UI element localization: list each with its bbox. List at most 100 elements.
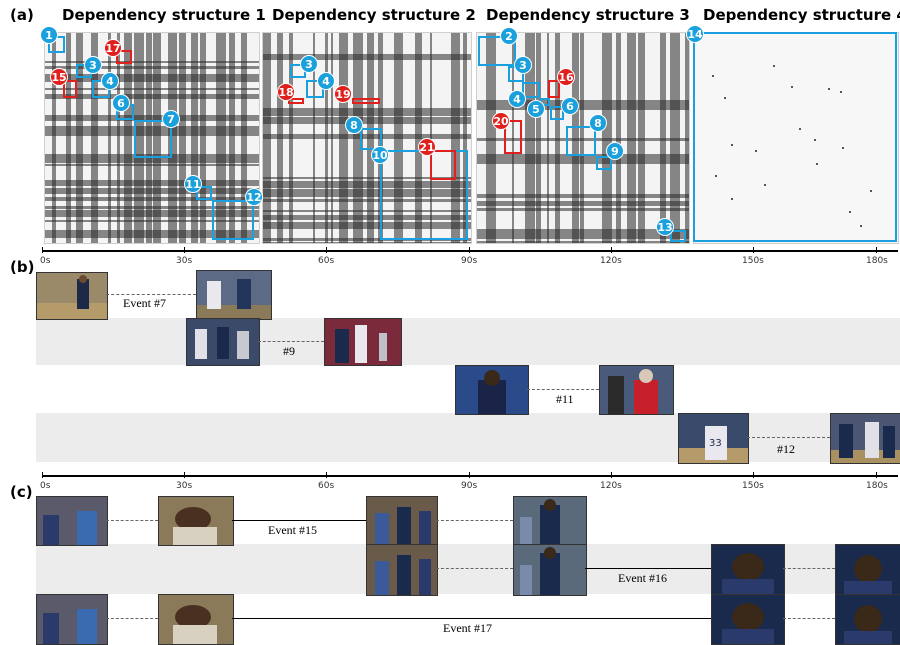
video-thumbnail: [366, 544, 438, 596]
timeline-tick-label: 0s: [40, 256, 51, 266]
marker-badge: 14: [686, 25, 704, 43]
video-thumbnail: [835, 544, 900, 596]
video-thumbnail: [36, 594, 108, 645]
marker-badge: 8: [589, 114, 607, 132]
event-span-line: [232, 618, 711, 619]
timeline-tick: [876, 472, 877, 478]
video-thumbnail: [513, 544, 587, 596]
marker-badge: 3: [300, 55, 318, 73]
event-lane: [36, 318, 900, 365]
timeline-tick: [876, 247, 877, 253]
marker-badge: 4: [101, 72, 119, 90]
segment-box-16: [548, 80, 560, 98]
panel-label-b: (b): [10, 258, 35, 276]
marker-badge: 6: [561, 97, 579, 115]
dependency-matrix-4: [693, 32, 899, 244]
marker-badge: 8: [345, 116, 363, 134]
timeline-tick-label: 60s: [318, 481, 335, 491]
marker-badge: 7: [162, 110, 180, 128]
marker-badge: 4: [317, 72, 335, 90]
video-thumbnail: [324, 318, 402, 366]
event-span-line: [106, 618, 158, 619]
video-thumbnail: [36, 272, 108, 320]
timeline-tick: [753, 247, 754, 253]
timeline-tick-label: 0s: [40, 481, 51, 491]
timeline-tick: [42, 247, 43, 253]
marker-badge: 10: [371, 146, 389, 164]
marker-badge: 1: [40, 26, 58, 44]
segment-box-s3-8: [566, 126, 596, 156]
event-span-line: [106, 294, 196, 295]
panel-label-c: (c): [10, 483, 33, 501]
marker-badge: 5: [527, 100, 545, 118]
event-span-line: [106, 520, 158, 521]
segment-box-18: [288, 98, 304, 104]
svg-text:33: 33: [709, 438, 722, 449]
marker-badge: 3: [514, 56, 532, 74]
segment-box-s2-8: [360, 128, 382, 150]
video-thumbnail: [186, 318, 260, 366]
timeline-tick: [469, 247, 470, 253]
marker-badge: 11: [184, 175, 202, 193]
timeline-tick: [184, 472, 185, 478]
timeline-tick: [611, 472, 612, 478]
structure-title-2: Dependency structure 2: [272, 6, 476, 24]
timeline-tick: [611, 247, 612, 253]
timeline-tick: [42, 472, 43, 478]
timeline-tick-label: 180s: [866, 256, 888, 266]
timeline-tick-label: 150s: [742, 256, 764, 266]
video-thumbnail: 33: [678, 413, 749, 464]
event-span-line: [232, 520, 366, 521]
marker-badge: 12: [245, 188, 263, 206]
marker-badge: 2: [500, 27, 518, 45]
marker-badge: 18: [277, 83, 295, 101]
segment-box-s3-6: [550, 106, 564, 120]
timeline-tick-label: 30s: [176, 256, 193, 266]
timeline-tick-label: 120s: [600, 256, 622, 266]
video-thumbnail: [711, 594, 785, 645]
segment-box-11: [196, 186, 212, 200]
event-label: #12: [777, 442, 795, 456]
video-thumbnail: [36, 496, 108, 546]
segment-box-12: [212, 200, 254, 240]
video-thumbnail: [366, 496, 438, 546]
video-thumbnail: [599, 365, 674, 415]
event-label: Event #15: [268, 523, 317, 537]
event-label: Event #7: [123, 296, 166, 310]
event-label: #9: [283, 344, 295, 358]
timeline-tick-label: 120s: [600, 481, 622, 491]
segment-box-9: [596, 156, 612, 170]
video-thumbnail: [455, 365, 529, 415]
event-span-line: [436, 568, 513, 569]
event-label: #11: [556, 392, 574, 406]
event-span-line: [747, 437, 830, 438]
event-span-line: [783, 618, 835, 619]
segment-box-17: [116, 50, 132, 64]
segment-box-19: [352, 98, 380, 104]
event-span-line: [783, 568, 835, 569]
marker-badge: 9: [606, 142, 624, 160]
marker-badge: 13: [656, 218, 674, 236]
panel-label-a: (a): [10, 6, 34, 24]
marker-badge: 3: [84, 56, 102, 74]
timeline-tick-label: 150s: [742, 481, 764, 491]
timeline-tick-label: 90s: [461, 481, 478, 491]
timeline-tick: [753, 472, 754, 478]
timeline-tick-label: 30s: [176, 481, 193, 491]
segment-box-s3-4: [522, 82, 540, 98]
event-span-line: [527, 389, 599, 390]
timeline-tick: [326, 247, 327, 253]
marker-badge: 20: [492, 112, 510, 130]
video-thumbnail: [196, 270, 272, 320]
marker-badge: 19: [334, 85, 352, 103]
segment-box-7: [134, 120, 172, 158]
timeline-tick-label: 180s: [866, 481, 888, 491]
event-span-line: [585, 568, 711, 569]
dependency-matrix-3: [476, 32, 690, 244]
marker-badge: 4: [508, 90, 526, 108]
segment-box-13: [670, 230, 686, 242]
segment-box-14: [693, 32, 897, 242]
structure-title-1: Dependency structure 1: [62, 6, 266, 24]
video-thumbnail: [158, 496, 234, 546]
event-span-line: [436, 520, 513, 521]
